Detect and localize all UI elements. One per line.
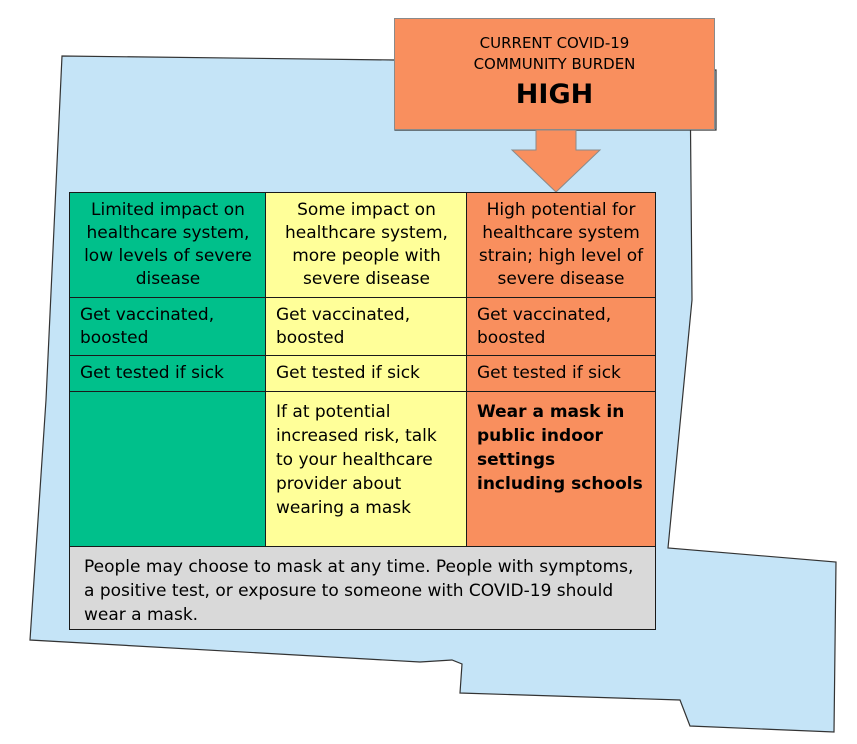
burden-level-label: HIGH (515, 79, 594, 110)
vaccinate-high: Get vaccinated, boosted (466, 297, 656, 357)
guidance-table: Limited impact on healthcare system, low… (69, 192, 656, 630)
mask-high: Wear a mask in public indoor settings in… (466, 391, 656, 548)
banner-title-line-2: COMMUNITY BURDEN (473, 55, 636, 73)
footer-note: People may choose to mask at any time. P… (69, 546, 656, 630)
community-burden-banner: CURRENT COVID-19 COMMUNITY BURDEN HIGH (394, 18, 715, 130)
vaccinate-medium: Get vaccinated, boosted (265, 297, 468, 357)
vaccinate-low: Get vaccinated, boosted (69, 297, 267, 357)
mask-medium: If at potential increased risk, talk to … (265, 391, 468, 548)
banner-title-line-1: CURRENT COVID-19 (479, 34, 630, 52)
impact-low: Limited impact on healthcare system, low… (69, 192, 267, 299)
mask-low (69, 391, 267, 548)
test-high: Get tested if sick (466, 355, 656, 393)
test-medium: Get tested if sick (265, 355, 468, 393)
impact-high: High potential for healthcare system str… (466, 192, 656, 299)
test-low: Get tested if sick (69, 355, 267, 393)
impact-medium: Some impact on healthcare system, more p… (265, 192, 468, 299)
